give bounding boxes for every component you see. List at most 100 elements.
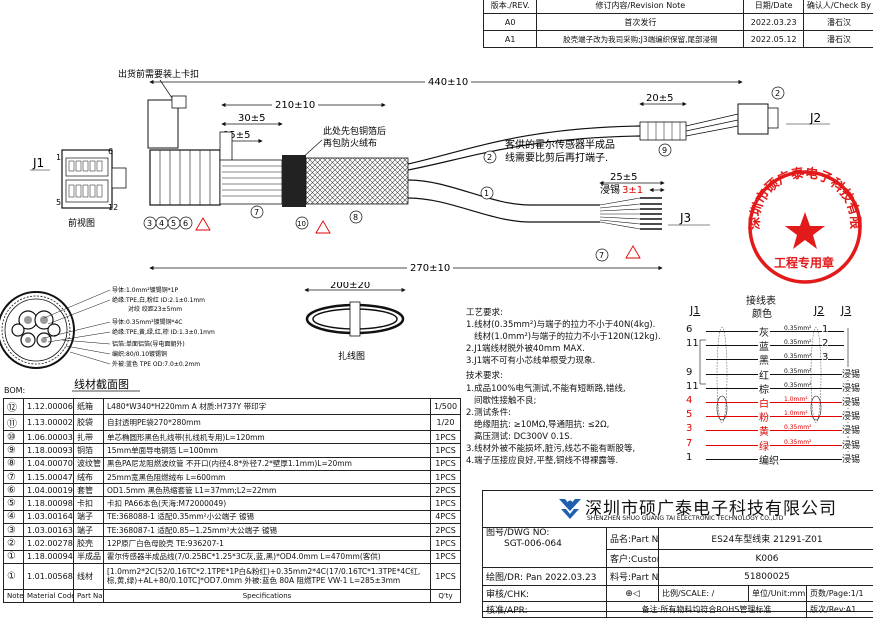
wiring-color: 灰 — [758, 324, 770, 339]
bom-name: 套管 — [74, 484, 104, 497]
process-line: 1.线材(0.35mm²)与端子的拉力不小于40N(4kg). — [466, 318, 655, 330]
bubble-9-text: 9 — [662, 146, 667, 155]
rev-label: 版次/Rev:A1 — [807, 602, 873, 618]
bom-spec: OD1.5mm 黑色热缩套管 L1=37mm;L2=22mm — [104, 484, 431, 497]
wiring-spec: 0.35mm² — [784, 424, 811, 431]
wire-to-j2 — [686, 120, 738, 131]
pin-label-12: 12 — [108, 203, 118, 212]
hall-shrink-tube — [640, 122, 686, 140]
wiring-pin: 11 — [686, 381, 699, 392]
part-name-label: 品名:Part Name — [607, 528, 659, 550]
cs-label: 绝缘:TPE,黄,绿,红,棕 ID:1.3±0.1mm — [112, 328, 215, 336]
tech-line: 间歇性接触不良; — [474, 394, 536, 406]
customer-value: K006 — [659, 550, 873, 568]
note-clip: 出货前需要装上卡扣 — [118, 68, 199, 80]
bom-code: 1.18.00094 — [24, 550, 74, 563]
dim-label-3: 3±1 — [622, 185, 643, 196]
wiring-spec: 1.0mm² — [784, 396, 808, 403]
bubble-1-text: 1 — [484, 189, 489, 198]
wiring-line — [706, 445, 844, 446]
bom-name: 绒布 — [74, 470, 104, 483]
svg-text:5: 5 — [171, 219, 176, 228]
wiring-j3-end: 浸锡 — [842, 409, 860, 422]
wiring-pin: 4 — [686, 395, 692, 406]
bom-spec: 霍尔传感器半成品线(7/0.25BC*1.25*3C灰,蓝,黑)*OD4.0mm… — [104, 550, 431, 563]
bom-qty: 1PCS — [431, 431, 461, 444]
bom-code: 1.15.00047 — [24, 470, 74, 483]
part-name-value: ES24车型线束 21291-Z01 — [659, 528, 873, 550]
customer-label: 客户:Customer — [607, 550, 659, 568]
bom-name: 卡扣 — [74, 497, 104, 510]
bom-note: ① — [4, 563, 24, 589]
wiring-spec: 0.35mm² — [784, 368, 811, 375]
bom-note: ⑤ — [4, 497, 24, 510]
bom-name: 端子 — [74, 524, 104, 537]
bom-note: ⑦ — [4, 470, 24, 483]
bom-qty: 1PCS — [431, 444, 461, 457]
dwg-value: SGT-006-064 — [486, 539, 562, 549]
label-j1: J1 — [32, 156, 44, 170]
rev-cell: A0 — [484, 14, 537, 31]
cs-label: 导体:0.35mm²镀锡铜*4C — [112, 318, 182, 326]
tin-label: 浸锡 — [600, 183, 620, 196]
bom-spec: [1.0mm2*2C(52/0.16TC*2.1TPE*1P白&粉红)+0.35… — [104, 563, 431, 589]
bom-spec: 卡扣 PA66本色(天海:M72000049) — [104, 497, 431, 510]
bom-code: 1.02.00278 — [24, 537, 74, 550]
j3-wires — [600, 198, 640, 229]
wiring-spec: 0.35mm² — [784, 339, 811, 346]
cable-tie — [350, 302, 360, 336]
leader-line — [160, 80, 172, 98]
bom-header-row: Note Material Code Part Name Specificati… — [4, 589, 461, 602]
rohs-note: 备注:所有物料均符合ROHS管理标准 — [607, 602, 807, 618]
cs-label: 对绞 绞距23±5mm — [128, 305, 182, 313]
dim-label-440: 440±10 — [428, 77, 468, 88]
bom-code: 1.18.00098 — [24, 497, 74, 510]
svg-text:4: 4 — [159, 219, 164, 228]
date-col-header: 日期/Date — [744, 0, 804, 14]
bom-col-qty: Q'ty — [431, 589, 461, 602]
rev-check-cell: 潘石汉 — [803, 31, 873, 48]
bom-spec: TE:368087-1 适配0.85~1.25mm²大公端子 镀锡 — [104, 524, 431, 537]
bom-spec: TE:368088-1 适配0.35mm²小公端子 镀锡 — [104, 510, 431, 523]
dim-label-30: 30±5 — [238, 113, 265, 124]
bom-name: 线材 — [74, 563, 104, 589]
bom-code: 1.04.00019 — [24, 484, 74, 497]
wiring-pin: 11 — [686, 338, 699, 349]
company-header: 深圳市硕广泰电子科技有限公司 SHENZHEN SHUO GUANG TAI E… — [483, 491, 873, 528]
jacket-circle — [0, 292, 74, 368]
bom-spec: 单芯椭圆形黑色扎线带(扎线机专用)L=120mm — [104, 431, 431, 444]
rev-triangle-icon — [196, 218, 210, 230]
bom-col-code: Material Code — [24, 589, 74, 602]
wiring-color: 蓝 — [758, 338, 770, 353]
process-line: 线材(1.0mm²)与端子的拉力不小于120N(12kg). — [474, 330, 661, 342]
pin-label-5: 5 — [56, 198, 61, 207]
svg-text:6: 6 — [183, 219, 188, 228]
tech-line: 高压测试: DC300V 0.1S. — [474, 430, 572, 442]
wire-to-j2 — [686, 126, 738, 136]
bom-code: 1.04.00070 — [24, 457, 74, 470]
wiring-j3-end: 浸锡 — [842, 395, 860, 408]
title-block: 深圳市硕广泰电子科技有限公司 SHENZHEN SHUO GUANG TAI E… — [482, 490, 873, 612]
wiring-spec: 0.35mm² — [784, 353, 811, 360]
tech-line: 2.测试条件: — [466, 406, 511, 418]
wiring-line — [706, 402, 844, 403]
bom-note: ④ — [4, 510, 24, 523]
pin-label-6: 6 — [108, 147, 113, 156]
part-no-label: 料号:Part NO — [607, 568, 659, 586]
copper-foil — [282, 155, 306, 207]
connector-j2-lock — [768, 108, 778, 128]
wiring-spec: 0.35mm² — [784, 382, 811, 389]
wiring-j3-end: 浸锡 — [842, 438, 860, 451]
cable-cross-section: 导体:1.0mm²镀锡铜*1P 绝缘:TPE,白,粉红 ID:2.1±0.1mm… — [0, 280, 280, 395]
front-view-latch — [112, 168, 126, 188]
dim-label-270: 270±10 — [410, 263, 450, 274]
dim-label-200: 200±20 — [330, 282, 370, 291]
tech-line: 1.成品100%电气测试,不能有短断路,错线, — [466, 382, 626, 394]
